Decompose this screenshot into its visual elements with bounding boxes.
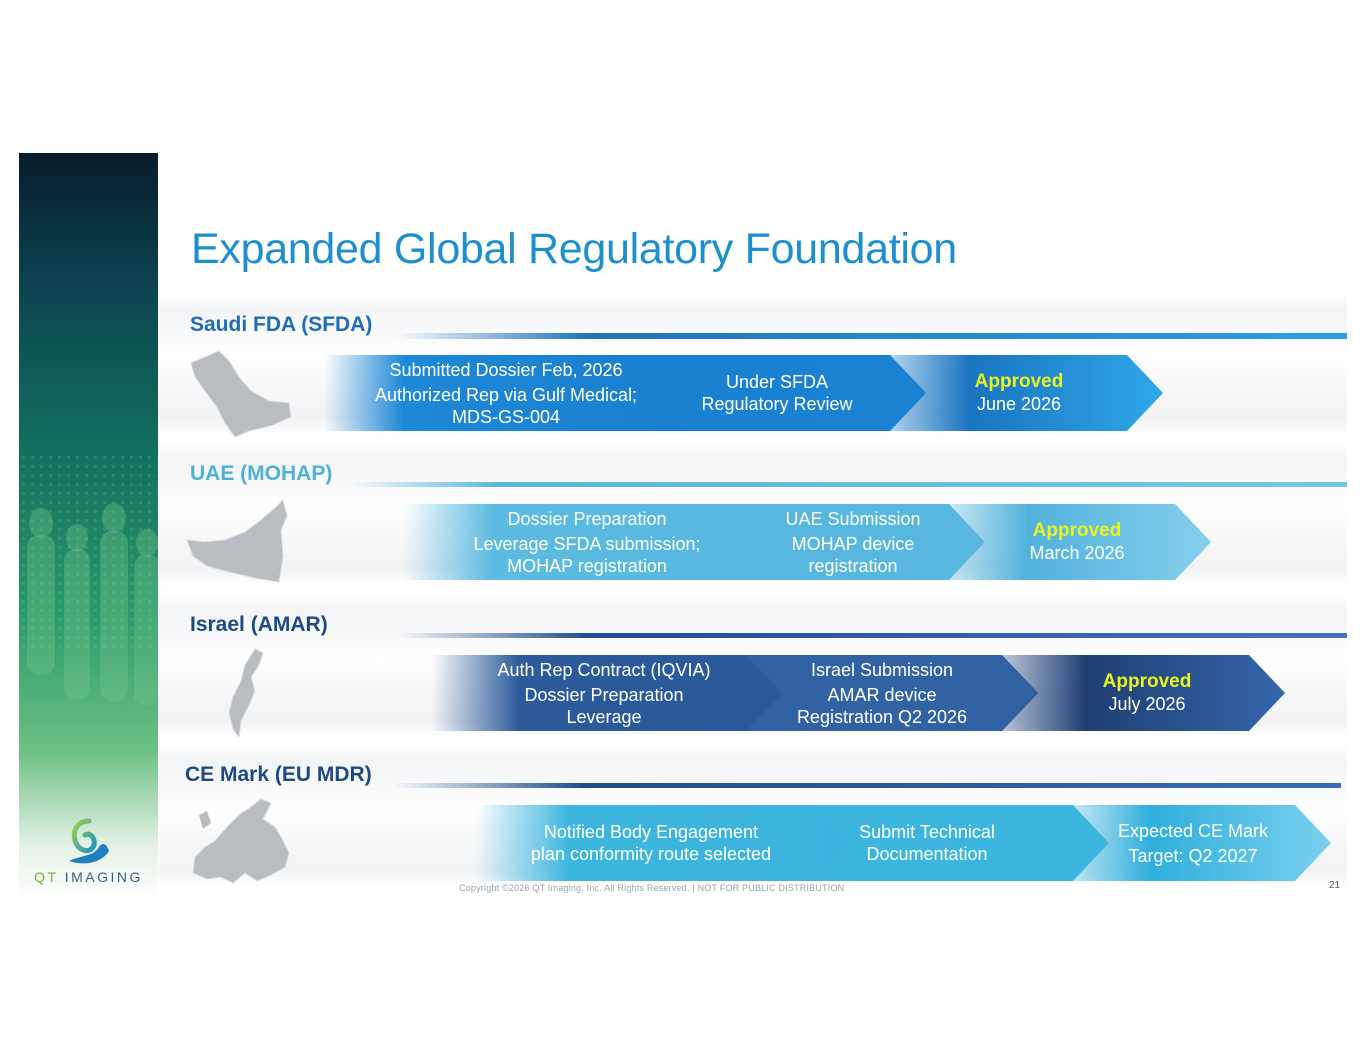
copyright-footer: Copyright ©2026 QT Imaging, Inc. All Rig…: [459, 883, 845, 893]
logo-wordmark: QT IMAGING: [34, 869, 143, 885]
step-chevron: [887, 355, 1163, 431]
slide: QT IMAGING Expanded Global Regulatory Fo…: [19, 153, 1347, 899]
row-israel-amar: Israel (AMAR) Auth Rep Contract (IQVIA) …: [19, 613, 1347, 763]
step-text: Notified Body Engagement plan conformity…: [530, 822, 772, 864]
row-ce-mark-eu-mdr: CE Mark (EU MDR) Notified Body Engagemen…: [19, 763, 1347, 899]
step-text: Israel Submission AMAR device Registrati…: [796, 659, 968, 727]
step-text: Approved June 2026: [974, 371, 1064, 414]
row-divider-line: [397, 633, 1347, 638]
row-label: Saudi FDA (SFDA): [190, 313, 373, 336]
step-chevron: [403, 504, 762, 580]
row-label: CE Mark (EU MDR): [185, 763, 372, 786]
step-chevron: [1073, 805, 1331, 881]
approved-status: Approved: [974, 371, 1064, 392]
row-divider-line: [397, 333, 1347, 339]
step-text: Submit Technical Documentation: [859, 822, 995, 864]
sidebar-decoration: QT IMAGING: [19, 153, 158, 899]
slide-title: Expanded Global Regulatory Foundation: [191, 225, 957, 273]
approved-status: Approved: [1102, 671, 1192, 692]
step-text: Dossier Preparation Leverage SFDA submis…: [473, 508, 701, 576]
row-divider-line: [393, 783, 1341, 788]
step-chevron: [324, 355, 688, 431]
uae-map-icon: [186, 499, 288, 583]
step-text: Expected CE Mark Target: Q2 2027: [1117, 820, 1269, 866]
row-label: UAE (MOHAP): [190, 462, 333, 485]
company-logo: QT IMAGING: [19, 815, 158, 899]
step-chevron: [475, 805, 853, 881]
approved-status: Approved: [1032, 520, 1122, 541]
step-chevron: [815, 805, 1109, 881]
row-label: Israel (AMAR): [190, 613, 328, 636]
step-chevron: [649, 355, 926, 431]
page-number: 21: [1329, 880, 1341, 891]
qt-logo-icon: [69, 818, 109, 864]
row-divider-line: [349, 482, 1347, 487]
saudi-arabia-map-icon: [190, 350, 292, 437]
step-text: Auth Rep Contract (IQVIA) Dossier Prepar…: [497, 659, 711, 727]
step-chevron: [746, 655, 1038, 731]
people-silhouettes-image: [27, 503, 158, 705]
step-chevron: [1001, 655, 1285, 731]
step-chevron: [949, 504, 1211, 580]
step-text: UAE Submission MOHAP device registration: [785, 508, 921, 576]
step-chevron: [431, 655, 785, 731]
step-text: Approved March 2026: [1029, 520, 1125, 563]
row-saudi-sfda: Saudi FDA (SFDA) Submitted Dossier Feb, …: [19, 313, 1347, 463]
step-chevron: [725, 504, 985, 580]
europe-map-icon: [192, 798, 290, 884]
step-text: Submitted Dossier Feb, 2026 Authorized R…: [374, 359, 638, 427]
israel-map-icon: [228, 648, 264, 737]
step-text: Under SFDA Regulatory Review: [701, 372, 853, 414]
dot-pattern: [19, 453, 158, 653]
step-text: Approved July 2026: [1102, 671, 1192, 714]
row-uae-mohap: UAE (MOHAP) Dossier Preparation Leverage…: [19, 462, 1347, 612]
